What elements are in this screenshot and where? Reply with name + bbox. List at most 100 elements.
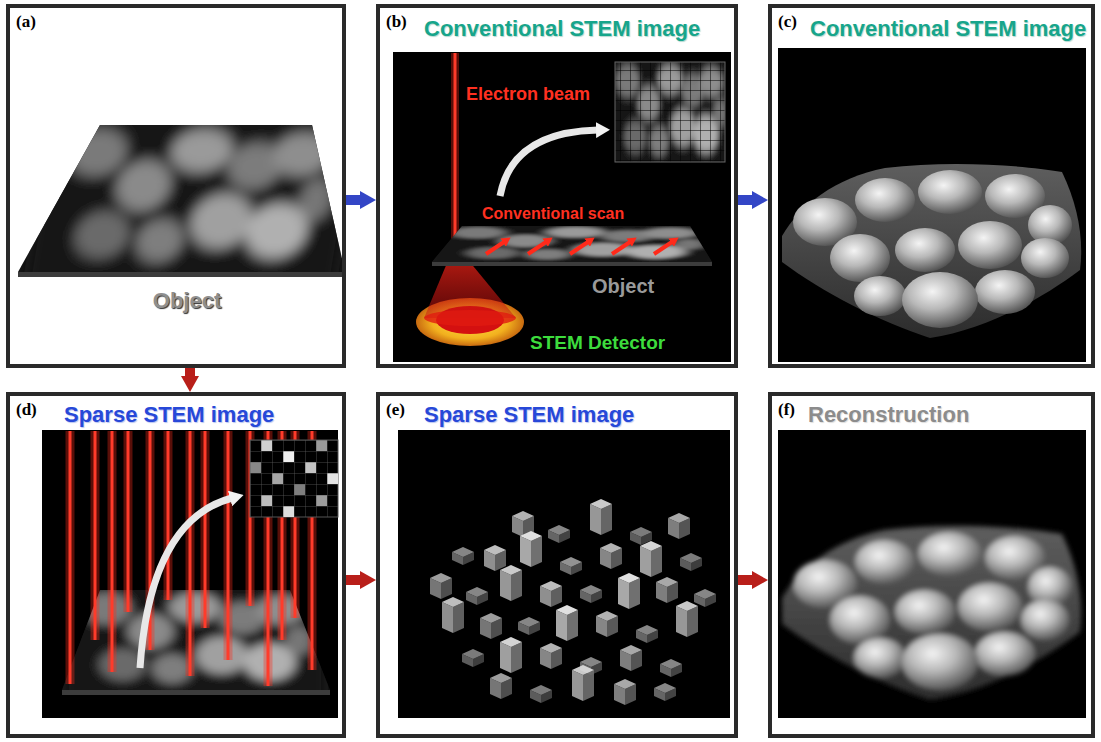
- scatter-cone: [424, 310, 516, 326]
- panel-letter: (c): [778, 12, 797, 32]
- bar-3d: [668, 513, 690, 539]
- image-ground: [778, 430, 1086, 718]
- panel-heading: Conventional STEM image: [810, 16, 1086, 42]
- object-edge: [62, 690, 330, 695]
- bar-3d: [430, 573, 452, 599]
- inset-image: [250, 440, 338, 517]
- inset-image: [615, 62, 725, 162]
- pixel-grid: [615, 62, 725, 162]
- bar-3d: [660, 659, 682, 677]
- bar-3d: [620, 645, 642, 671]
- figure-panel: (b) Conventional STEM image: [376, 4, 738, 368]
- surface-dome: [895, 228, 955, 272]
- object-texture: [428, 221, 721, 267]
- panel-letter: (d): [16, 400, 37, 420]
- panel-heading: Sparse STEM image: [64, 402, 274, 428]
- bar-3d: [484, 545, 506, 571]
- flow-arrow: [185, 368, 195, 378]
- image-ground: [393, 52, 731, 362]
- flow-arrow: [738, 575, 754, 585]
- detector-label: STEM Detector: [530, 332, 665, 355]
- curved-arrow: [500, 130, 598, 196]
- bar-3d: [600, 543, 622, 569]
- bar-3d: [520, 531, 542, 567]
- bar-3d: [636, 625, 658, 643]
- surface-dome: [854, 276, 906, 316]
- bar-3d: [466, 587, 488, 605]
- bar-3d: [518, 617, 540, 635]
- panel-letter: (e): [386, 400, 405, 420]
- surface-dome: [902, 272, 978, 328]
- object-texture: [25, 105, 362, 291]
- pixel-grid: [250, 440, 338, 517]
- bar-3d: [680, 553, 702, 571]
- beam-label: Electron beam: [466, 84, 590, 106]
- bar-3d: [548, 525, 570, 543]
- bar-3d: [580, 585, 602, 603]
- object-edge: [432, 262, 712, 266]
- scan-arrow: [570, 242, 588, 254]
- scan-arrow: [654, 242, 672, 254]
- sparse-bars: [430, 499, 716, 705]
- image-ground: [42, 430, 338, 718]
- bar-3d: [442, 597, 464, 633]
- bar-3d: [614, 679, 636, 705]
- surface-dome: [1021, 238, 1069, 278]
- figure-panel: (f) Reconstruction: [768, 392, 1095, 738]
- object-image: [428, 221, 721, 267]
- bar-3d: [480, 613, 502, 639]
- surface-dome: [918, 170, 982, 214]
- electron-beam: [454, 53, 457, 240]
- bar-3d: [572, 665, 594, 701]
- bar-3d: [540, 581, 562, 607]
- bar-3d: [540, 643, 562, 669]
- flow-arrow: [346, 575, 362, 585]
- bar-3d: [560, 557, 582, 575]
- object-texture: [615, 62, 725, 162]
- bar-3d: [500, 565, 522, 601]
- bar-3d: [694, 589, 716, 607]
- panel-letter: (f): [778, 400, 795, 420]
- surface-base: [782, 164, 1081, 338]
- surface-dome: [830, 234, 890, 282]
- surface-plot: [782, 526, 1081, 700]
- panel-heading: Reconstruction: [808, 402, 969, 428]
- surface-dome: [855, 178, 915, 222]
- image-ground: [398, 430, 730, 718]
- flow-arrow: [738, 195, 754, 205]
- sparse-pixels: [250, 440, 338, 517]
- panel-letter: (b): [386, 12, 407, 32]
- bar-3d: [618, 573, 640, 609]
- scan-label: Conventional scan: [482, 204, 624, 223]
- bar-3d: [462, 649, 484, 667]
- surface-dome: [958, 221, 1022, 269]
- bar-3d: [452, 547, 474, 565]
- bar-3d: [676, 601, 698, 637]
- scan-arrow: [486, 242, 504, 254]
- inset-image: [615, 62, 725, 162]
- flow-arrow: [346, 195, 362, 205]
- panel-heading: Sparse STEM image: [424, 402, 634, 428]
- bar-3d: [530, 685, 552, 703]
- surface-plot: [782, 164, 1081, 338]
- scan-arrow: [528, 242, 546, 254]
- figure-panel: (c) Conventional STEM image: [768, 4, 1095, 368]
- bar-3d: [490, 673, 512, 699]
- bar-3d: [640, 541, 662, 577]
- bar-3d: [596, 611, 618, 637]
- panel-heading: Conventional STEM image: [424, 16, 700, 42]
- bar-3d: [654, 683, 676, 701]
- surface-dome: [975, 270, 1035, 314]
- scan-arrow: [612, 242, 630, 254]
- bar-3d: [656, 577, 678, 603]
- bar-3d: [500, 637, 522, 673]
- figure-panel: (a)Object: [6, 4, 346, 368]
- electron-beam-glow: [451, 53, 459, 240]
- bar-3d: [590, 499, 612, 535]
- image-ground: [778, 48, 1086, 362]
